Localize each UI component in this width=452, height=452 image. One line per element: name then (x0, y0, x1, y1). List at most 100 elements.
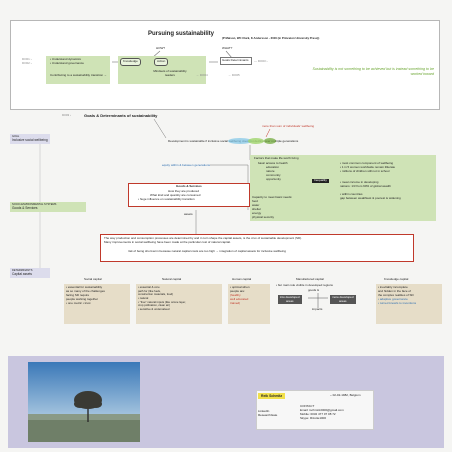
knowledge-line-2: and hidden in the face of (378, 288, 411, 293)
goals-red-note: more than sum of individuals' wellbeing (262, 124, 315, 128)
header-left-line-2: • Understand governance (50, 61, 84, 65)
factor-note-2: • 1 in 5 women worldwide remain illitera… (340, 165, 396, 169)
sidebar-det-head: DETERMINANTS (12, 269, 33, 272)
natural-line-7: • sensitive & undervalued (138, 306, 170, 311)
sidebar-env: SOCIO-ENVIRONMENTAL SYSTEMS Goods & Serv… (10, 202, 86, 212)
inequality-badge: Inequality (312, 178, 329, 183)
goods-line-2: What kind and quantity are consumed (150, 193, 201, 197)
goals-heading: Goals & Determinants of sustainability (84, 113, 158, 118)
human-line-2: people are: (230, 288, 246, 293)
mindsets-text: Mindsets of sustainability leaders (153, 69, 187, 77)
goals-node: Goals Determinants (220, 57, 252, 65)
manufactured-line-2: goods & (308, 288, 320, 292)
capital-social: • essential for sustainability as so man… (64, 284, 130, 324)
capital-title-social: Social capital (84, 277, 102, 281)
production-line-3: risk of being short-term because natural… (128, 249, 286, 253)
header-bottom-tag: → DO04 (196, 73, 208, 77)
sidebar-goal-text: Inclusive social wellbeing (12, 138, 48, 143)
sidebar-env-head: SOCIO-ENVIRONMENTAL SYSTEMS (12, 203, 57, 206)
question-how: HOW? (156, 46, 165, 50)
header-authors: (P Matson, WC Clark, K Andersson - 2016 … (222, 36, 320, 40)
capital-natural: • essential & core path for (like fuels,… (136, 284, 222, 324)
factor-1: basic access to health (258, 161, 288, 165)
natural-line-2: path for (like fuels, (138, 288, 161, 293)
header-bottom-tag-2: → DO05 (228, 73, 240, 77)
natural-line-3: construction materials, food) (138, 292, 174, 297)
capital-title-human: Human capital (232, 277, 252, 281)
header-left-bottom: Contributing to a sustainability transit… (50, 73, 107, 77)
social-line-5: • one metric • trust (66, 300, 91, 305)
factor-note-5: nations: 1/3 from 90% of global wealth (340, 184, 391, 188)
manufactured-left-2: areas (286, 298, 294, 303)
sidebar-env-text: Goods & Services (12, 206, 38, 211)
sidebar-goal-head: GOAL (12, 135, 20, 138)
contact-title: CONTACT (300, 404, 315, 408)
header-title: Pursuing sustainability (148, 31, 215, 37)
manufactured-impacts: impacts (312, 307, 323, 311)
capital-title-manufactured: Manufactured capital (296, 277, 324, 281)
goals-tag: D003 › (62, 113, 72, 117)
researchgate-link[interactable]: ResearchGate (258, 413, 278, 417)
contact-skype: Skype: Rizotte1000 (300, 416, 327, 420)
factor-note-3: • millions of children still not in scho… (340, 169, 390, 173)
header-left-panel (46, 56, 110, 84)
factor-2: education (266, 165, 280, 169)
knowledge-node: Knowledge (120, 58, 141, 66)
manufactured-right-box: more developed areas (330, 295, 356, 305)
manufactured-left-1: into developed (280, 295, 300, 299)
natural-line-6: crop pollination, clean air) (138, 303, 170, 308)
human-line-5: trained) (230, 300, 241, 305)
factor-note-1: • most common component of wellbeing (340, 161, 394, 165)
goods-line-3: • huge influence on sustainability trans… (138, 197, 195, 201)
sidebar-det-text: Capital assets (12, 272, 33, 277)
natural-line-5: • "free" natural inputs (like ozone laye… (138, 299, 186, 304)
sidebar-goal: GOAL Inclusive social wellbeing (10, 134, 50, 144)
contact-email[interactable]: Email: rschmitz2000@gmail.com (300, 408, 344, 412)
production-box (100, 234, 414, 262)
factors-panel (250, 155, 436, 221)
assets-label: assets (184, 212, 193, 216)
question-what: WHAT? (222, 46, 233, 50)
header-left-line-1: • Understand dynamics (50, 57, 81, 61)
knowledge-line-4: • adaptive governance (378, 296, 408, 301)
social-line-3: facing SD require (66, 292, 90, 297)
goods-title: Goods & Services (176, 184, 202, 188)
sidebar-det: DETERMINANTS Capital assets (10, 268, 50, 278)
profile-name: Reik Schmitz (258, 393, 286, 400)
capital-title-knowledge: Knowledge capital (384, 277, 409, 281)
production-line-1: The way production and consumption proce… (104, 236, 302, 240)
factor-4: community (266, 173, 281, 177)
manufactured-right-2: areas (339, 298, 347, 303)
linkedin-link[interactable]: LinkedIn (258, 409, 270, 413)
social-line-1: • essential for sustainability (66, 285, 103, 289)
knowledge-line-5: • turned knowls to inventions (378, 300, 417, 305)
goods-services-box (128, 183, 250, 207)
human-line-1: • optimal when (230, 285, 250, 289)
landscape-photo (28, 362, 140, 442)
profile-dob: ~ 02-02-1982, Belgium (330, 393, 361, 397)
basic-needs-6: physical security (252, 215, 275, 219)
capital-human: • optimal when people are: (healthy well… (228, 284, 270, 324)
factor-note-7: gap between wealthiest & poorest is wide… (340, 196, 401, 200)
basic-needs-3: water (252, 203, 260, 207)
natural-line-4: • natural (138, 295, 149, 300)
production-line-2: Many improvements in social wellbeing ha… (104, 240, 231, 244)
manufactured-line-1: • but main role visible in developed reg… (276, 283, 333, 287)
human-line-3: (healthy (230, 292, 241, 297)
action-node: Action (154, 58, 169, 66)
factor-note-6: • within countries (340, 192, 363, 196)
factor-3: nature (266, 169, 275, 173)
human-line-4: well educated (230, 296, 249, 301)
factors-intro: Factors that make life worth living (254, 156, 299, 160)
factor-5: opportunity (266, 177, 281, 181)
contact-mobile: Mobile: 0032 477 07 08 72 (300, 412, 336, 416)
equity-label: equity within & between generations (162, 163, 211, 167)
goods-line-1: How they are produced (168, 189, 200, 193)
basic-needs-4: shelter (252, 207, 262, 211)
factor-note-4: • mean income in developing (340, 180, 379, 184)
social-line-2: as so many of the challenges (66, 288, 105, 293)
capital-title-natural: Natural capital (162, 277, 182, 281)
social-line-4: people working together (66, 296, 99, 301)
header-left-tag: DO01 ›DO02 › (22, 57, 32, 65)
